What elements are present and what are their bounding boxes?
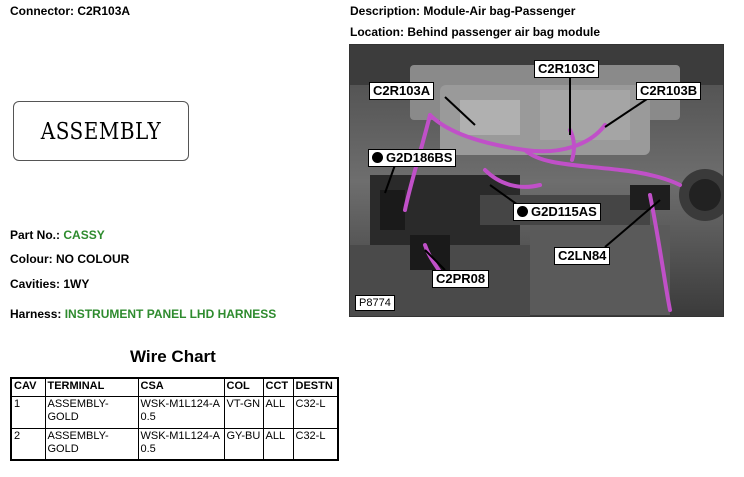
callout-g2d186bs: G2D186BS	[368, 149, 457, 167]
description-value: Module-Air bag-Passenger	[423, 4, 576, 18]
ground-point-icon	[517, 206, 528, 217]
cell-terminal: ASSEMBLY-GOLD	[44, 395, 139, 429]
description-line: Description: Module-Air bag-Passenger	[350, 4, 575, 18]
ground-point-icon	[372, 152, 383, 163]
cell-csa: WSK-M1L124-A 0.5	[137, 395, 225, 429]
connector-label: Connector:	[10, 4, 74, 18]
callout-c2pr08: C2PR08	[432, 270, 490, 288]
table-row: 2 ASSEMBLY-GOLD WSK-M1L124-A 0.5 GY-BU A…	[10, 427, 339, 461]
location-label: Location:	[350, 25, 404, 39]
wire-chart-header-row: CAV TERMINAL CSA COL CCT DESTN	[10, 377, 339, 397]
header-cct: CCT	[262, 377, 294, 397]
connector-assembly-image: ASSEMBLY	[13, 101, 189, 161]
connector-value: C2R103A	[77, 4, 131, 18]
header-col: COL	[223, 377, 264, 397]
callout-g2d186bs-text: G2D186BS	[386, 150, 453, 165]
header-terminal: TERMINAL	[44, 377, 139, 397]
wire-chart-table: CAV TERMINAL CSA COL CCT DESTN 1 ASSEMBL…	[10, 377, 339, 461]
harness-line: Harness: INSTRUMENT PANEL LHD HARNESS	[10, 307, 276, 321]
cavities-label: Cavities:	[10, 277, 61, 291]
cavities-value: 1WY	[63, 277, 90, 291]
cell-csa: WSK-M1L124-A 0.5	[137, 427, 225, 461]
cell-cav: 1	[10, 395, 46, 429]
connector-line: Connector: C2R103A	[10, 4, 130, 18]
cell-terminal: ASSEMBLY-GOLD	[44, 427, 139, 461]
part-number-value: CASSY	[63, 228, 105, 242]
cell-destn: C32-L	[292, 427, 339, 461]
harness-value: INSTRUMENT PANEL LHD HARNESS	[64, 307, 277, 321]
cell-cct: ALL	[262, 427, 294, 461]
colour-value: NO COLOUR	[56, 252, 130, 266]
callout-g2d115as: G2D115AS	[513, 203, 601, 221]
callout-c2r103b: C2R103B	[636, 82, 702, 100]
header-destn: DESTN	[292, 377, 339, 397]
cell-col: VT-GN	[223, 395, 264, 429]
header-cav: CAV	[10, 377, 46, 397]
table-row: 1 ASSEMBLY-GOLD WSK-M1L124-A 0.5 VT-GN A…	[10, 395, 339, 429]
location-photo: C2R103C C2R103A C2R103B G2D186BS G2D115A…	[349, 44, 724, 317]
cell-col: GY-BU	[223, 427, 264, 461]
figure-id: P8774	[355, 295, 395, 311]
callout-leaders	[384, 75, 661, 271]
cavities-line: Cavities: 1WY	[10, 277, 89, 291]
harness-label: Harness:	[10, 307, 62, 321]
callout-c2ln84: C2LN84	[554, 247, 611, 265]
callout-g2d115as-text: G2D115AS	[531, 204, 597, 219]
callout-c2r103a: C2R103A	[369, 82, 435, 100]
description-label: Description:	[350, 4, 421, 18]
part-number-label: Part No.:	[10, 228, 61, 242]
part-number-line: Part No.: CASSY	[10, 228, 105, 242]
harness-wires	[403, 113, 682, 312]
location-value: Behind passenger air bag module	[407, 25, 601, 39]
assembly-image-text: ASSEMBLY	[40, 117, 162, 145]
location-line: Location: Behind passenger air bag modul…	[350, 25, 600, 39]
cell-destn: C32-L	[292, 395, 339, 429]
callout-c2r103c: C2R103C	[534, 60, 600, 78]
cell-cct: ALL	[262, 395, 294, 429]
colour-label: Colour:	[10, 252, 53, 266]
header-csa: CSA	[137, 377, 225, 397]
cell-cav: 2	[10, 427, 46, 461]
wire-chart-title: Wire Chart	[130, 347, 216, 366]
colour-line: Colour: NO COLOUR	[10, 252, 129, 266]
